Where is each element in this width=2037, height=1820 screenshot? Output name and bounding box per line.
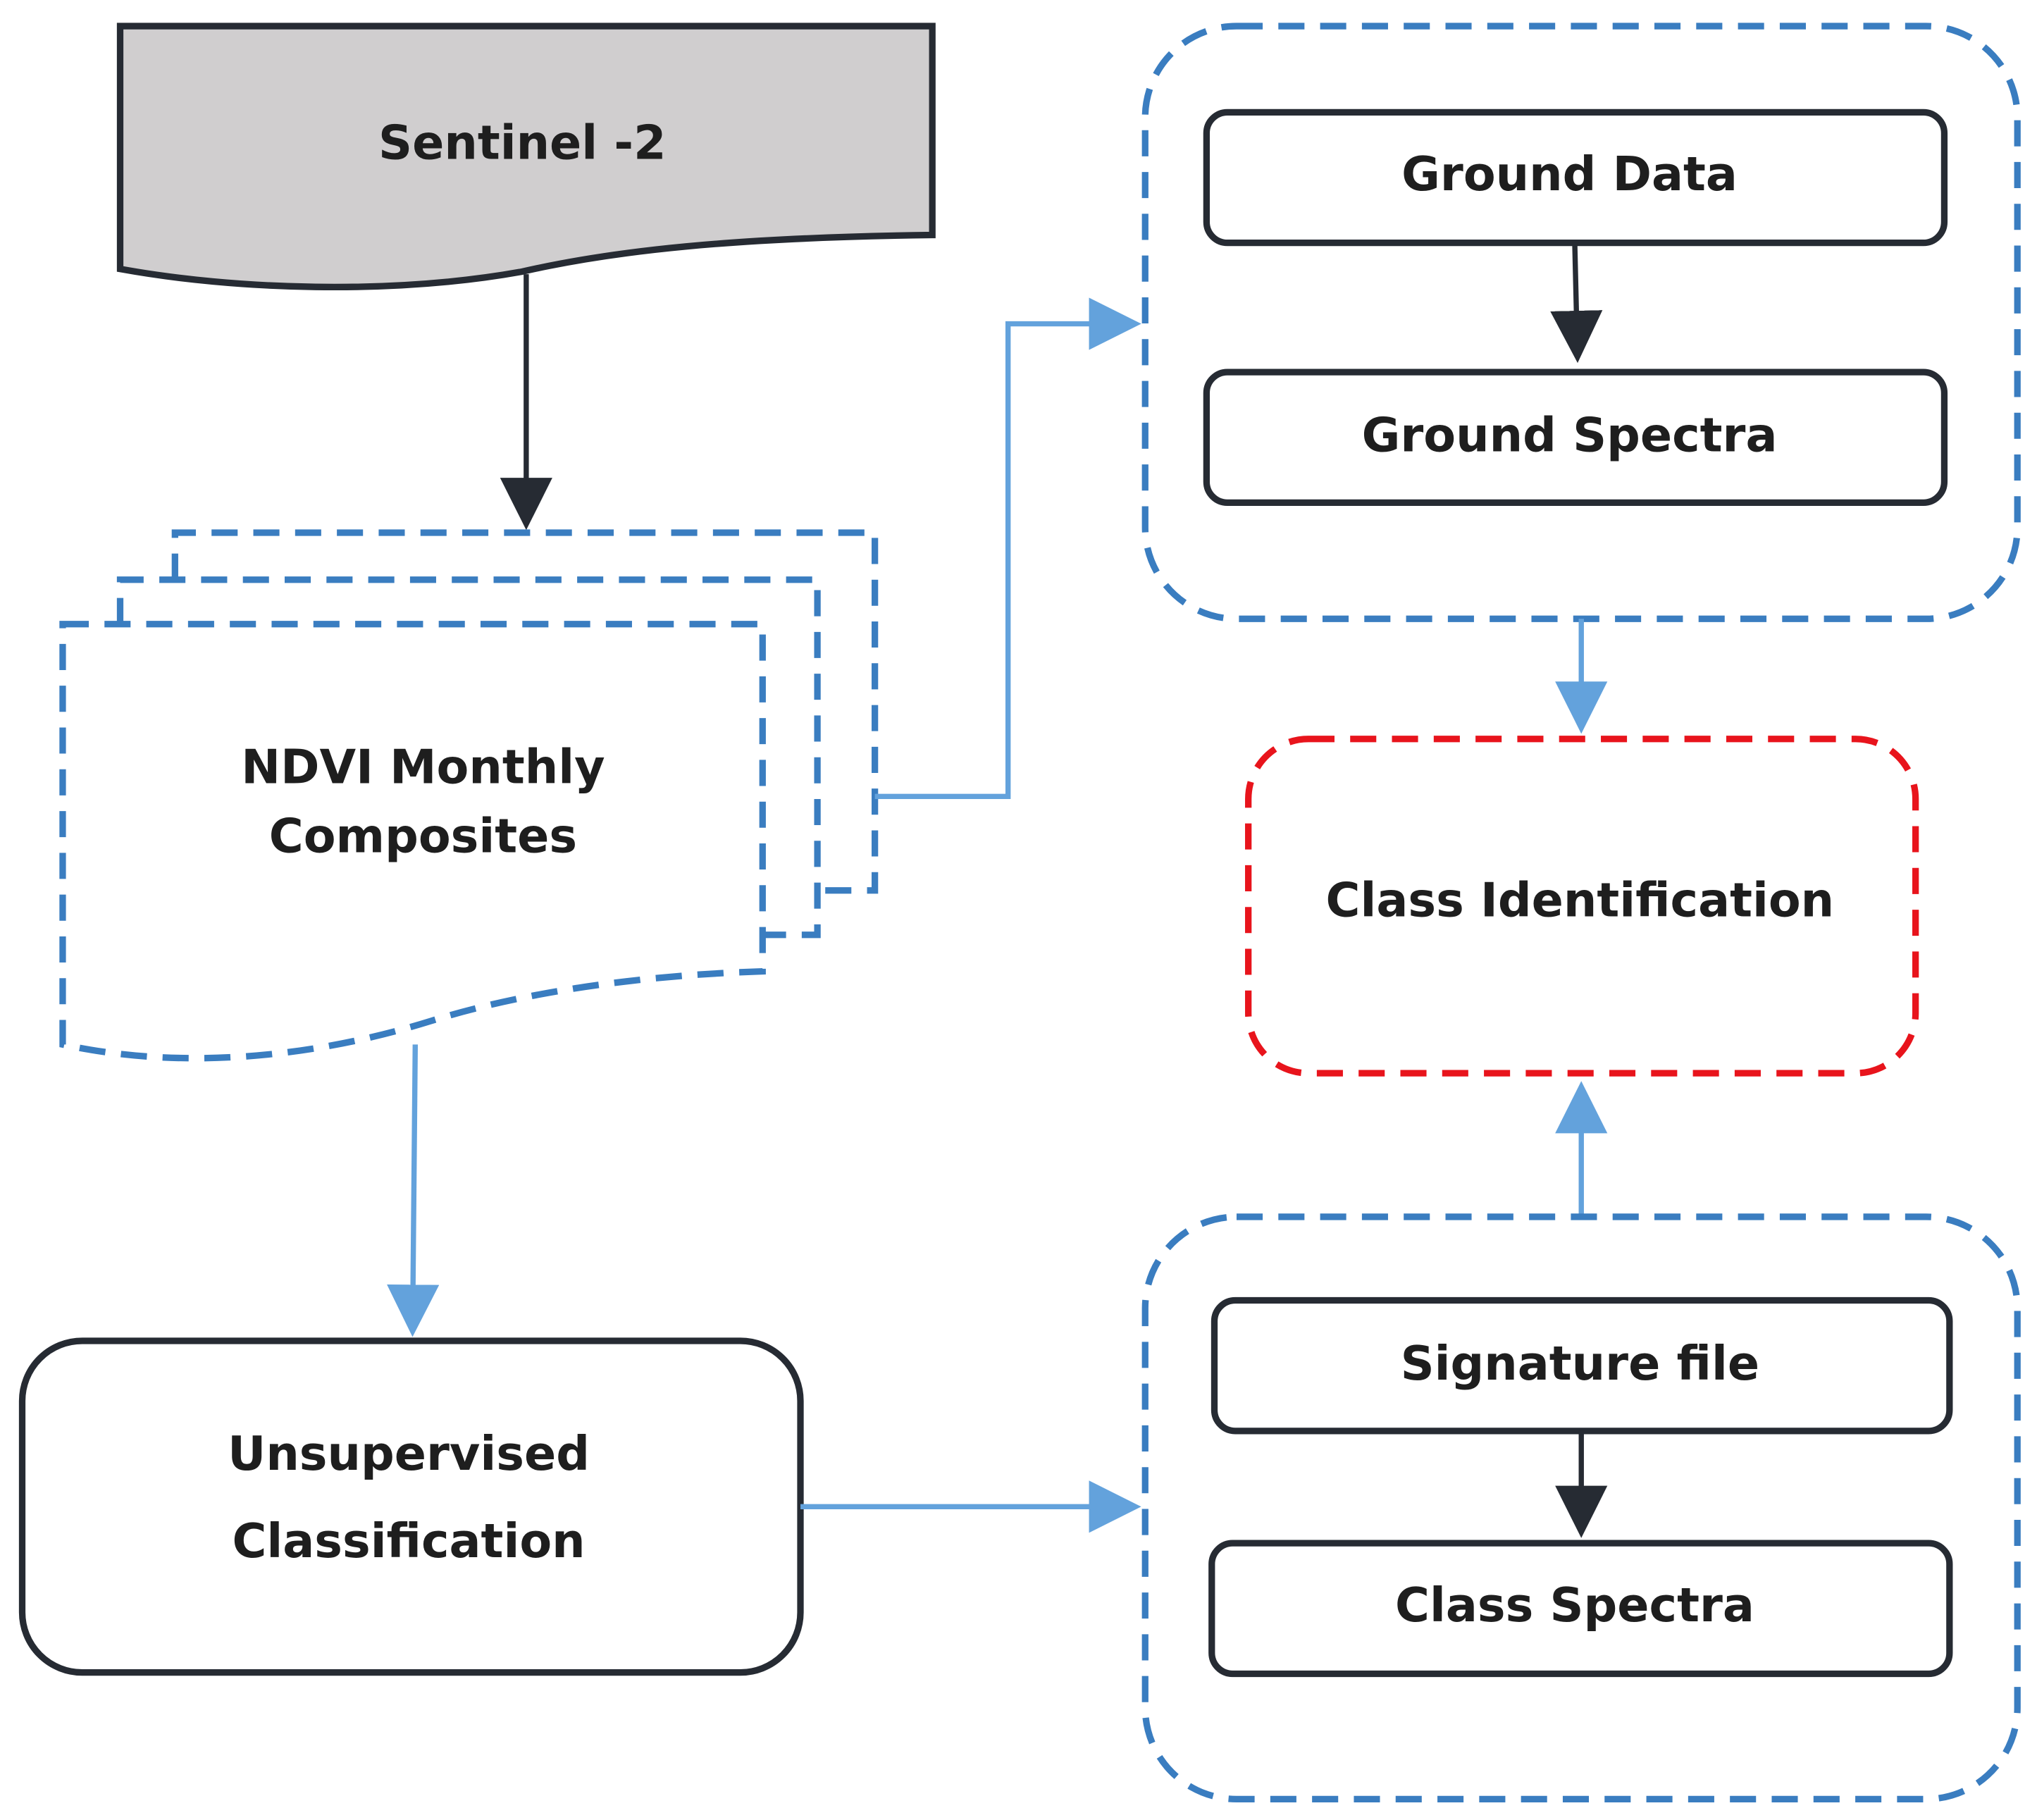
- ndvi-label-line-1: NDVI Monthly: [241, 739, 605, 794]
- unsupervised-classification-box: [18, 1337, 804, 1676]
- sentinel-2-document-shape: [116, 23, 936, 290]
- ndvi-composites-node: NDVI Monthly Composites: [59, 529, 879, 1062]
- signature-group: Signature file Class Spectra: [1141, 1213, 2021, 1802]
- arrow-ndvi-to-unsupervised: [387, 1044, 440, 1337]
- class-identification-label: Class Identification: [1326, 872, 1835, 927]
- class-identification-dashed-box: [1245, 736, 1919, 1077]
- ndvi-front-document-outline: [59, 621, 766, 1062]
- class-spectra-box: [1208, 1540, 1953, 1678]
- ground-spectra-label: Ground Spectra: [1362, 408, 1778, 463]
- sentinel-2-label: Sentinel -2: [378, 116, 666, 171]
- class-identification-node: Class Identification: [1245, 736, 1919, 1077]
- unsupervised-label-line-1: Unsupervised: [228, 1426, 590, 1481]
- ndvi-label-line-2: Composites: [269, 809, 577, 864]
- unsupervised-classification-node: Unsupervised Classification: [18, 1337, 804, 1676]
- sentinel-2-node: Sentinel -2: [116, 23, 936, 290]
- arrow-ndvi-to-ground-group: [874, 297, 1141, 799]
- class-spectra-label: Class Spectra: [1395, 1578, 1754, 1633]
- signature-group-dashed-container: [1141, 1213, 2021, 1802]
- ground-group: Ground Data Ground Spectra: [1141, 23, 2021, 622]
- signature-file-label: Signature file: [1401, 1336, 1759, 1391]
- ground-data-label: Ground Data: [1401, 147, 1738, 202]
- ground-spectra-box: [1203, 369, 1948, 507]
- unsupervised-label-line-2: Classification: [232, 1513, 585, 1568]
- arrow-ground-data-to-ground-spectra: [1550, 242, 1603, 364]
